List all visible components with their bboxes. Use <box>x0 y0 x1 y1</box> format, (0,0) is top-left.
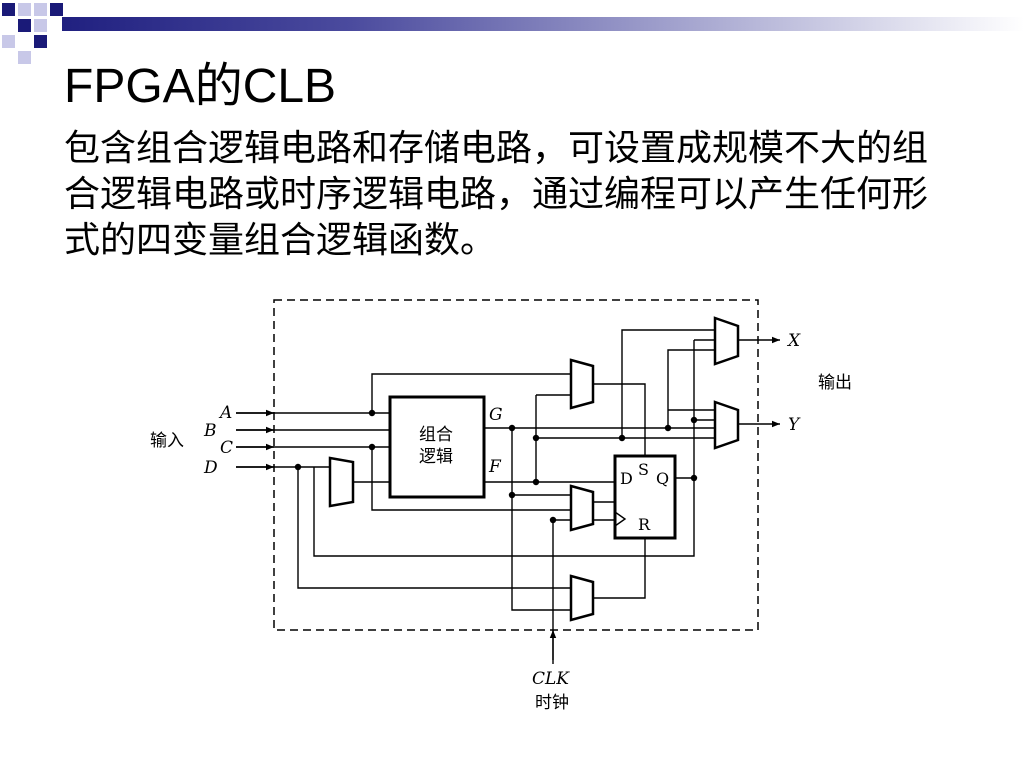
mux-data <box>569 484 595 532</box>
logic-block-label-line2: 逻辑 <box>419 447 453 467</box>
flip-flop <box>613 454 677 540</box>
mux-output-y <box>713 400 740 450</box>
mux-output-x <box>713 316 740 366</box>
ff-pin-s: S <box>638 460 649 479</box>
logic-output-f: F <box>488 457 502 477</box>
ff-pin-r: R <box>638 515 651 534</box>
title-gradient-bar <box>62 17 1024 31</box>
clb-boundary <box>273 299 759 631</box>
output-label-x: X <box>786 331 801 351</box>
output-group-label: 输出 <box>818 373 852 393</box>
mux-reset <box>569 574 595 622</box>
input-label-d: D <box>203 458 218 478</box>
logic-block-label-line1: 组合 <box>419 425 453 445</box>
slide-description: 包含组合逻辑电路和存储电路，可设置成规模不大的组合逻辑电路或时序逻辑电路，通过编… <box>64 128 929 261</box>
output-label-y: Y <box>788 415 801 435</box>
input-group-label: 输入 <box>150 431 184 451</box>
ff-pin-d: D <box>620 469 633 488</box>
combinational-logic-block <box>388 395 486 499</box>
mux-set <box>569 358 595 410</box>
clock-caption: 时钟 <box>535 693 569 713</box>
logic-output-g: G <box>489 405 503 425</box>
ff-pin-q: Q <box>656 469 669 488</box>
junction-dots <box>294 409 698 524</box>
input-label-a: A <box>218 403 232 423</box>
slide-title: FPGA的CLB <box>64 60 337 113</box>
clock-triangle <box>614 511 627 527</box>
input-label-b: B <box>203 421 217 441</box>
clock-label: CLK <box>532 669 570 689</box>
corner-decoration <box>2 3 63 64</box>
mux-input <box>328 456 355 508</box>
input-label-c: C <box>220 438 233 458</box>
